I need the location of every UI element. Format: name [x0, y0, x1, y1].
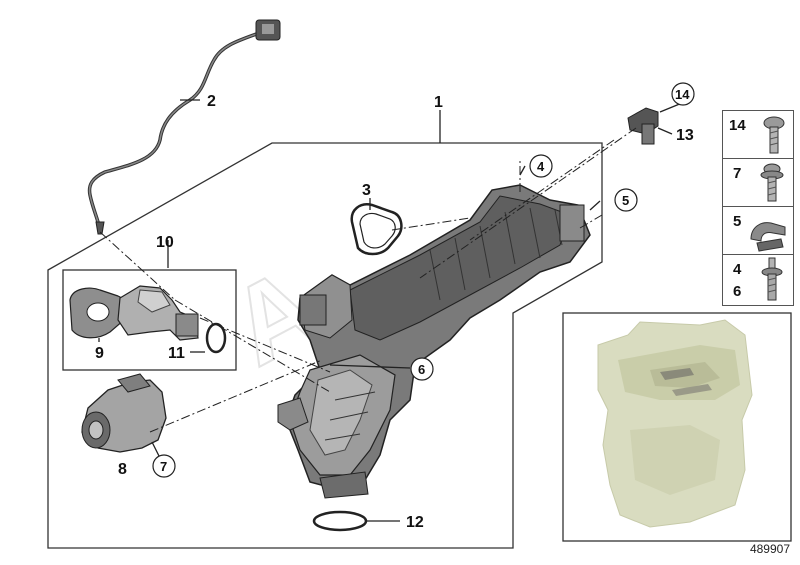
engine-thumbnail-frame [562, 312, 792, 542]
gasket-9 [69, 287, 128, 339]
callout-7: 7 [160, 459, 167, 474]
bolt-icon [763, 116, 785, 154]
flange-bolt-icon [760, 163, 784, 202]
assembly-lines [99, 127, 637, 433]
callouts: 1 2 3 4 5 6 7 8 9 10 11 12 13 14 [95, 82, 695, 531]
stud-icon [761, 257, 783, 301]
legend-label-5: 5 [733, 213, 742, 230]
callout-10: 10 [156, 234, 174, 251]
callout-6: 6 [418, 362, 425, 377]
callout-8: 8 [118, 461, 127, 478]
diagram-id: 489907 [749, 542, 790, 556]
assembly-frame [47, 142, 603, 549]
legend-label-7: 7 [733, 165, 742, 182]
callout-13: 13 [676, 127, 694, 144]
subassembly-frame [62, 269, 237, 371]
legend-cell-14: 14 [722, 110, 794, 160]
legend-label-4-6: 4 6 [733, 261, 742, 300]
intake-manifold [277, 184, 591, 499]
gasket-3 [350, 203, 403, 256]
engine-thumbnail [597, 319, 753, 528]
leader-lines [98, 99, 683, 522]
legend-cell-4-6: 4 6 [722, 254, 794, 306]
callout-12: 12 [406, 514, 424, 531]
callout-5: 5 [622, 193, 629, 208]
legend-label-14: 14 [729, 117, 746, 134]
actuator-8 [81, 373, 167, 453]
callout-1: 1 [434, 94, 443, 111]
callout-4: 4 [537, 159, 545, 174]
sensor-13 [627, 107, 659, 145]
callout-2: 2 [207, 93, 216, 110]
egr-valve-10 [117, 285, 199, 341]
callout-14: 14 [675, 87, 690, 102]
callout-11: 11 [168, 345, 185, 362]
sensor-cable [87, 19, 281, 235]
callout-9: 9 [95, 345, 104, 362]
legend-cell-5: 5 [722, 206, 794, 256]
clip-icon [750, 222, 786, 252]
legend-cell-7: 7 [722, 158, 794, 208]
seal-ring-12 [312, 510, 368, 532]
callout-3: 3 [362, 182, 371, 199]
